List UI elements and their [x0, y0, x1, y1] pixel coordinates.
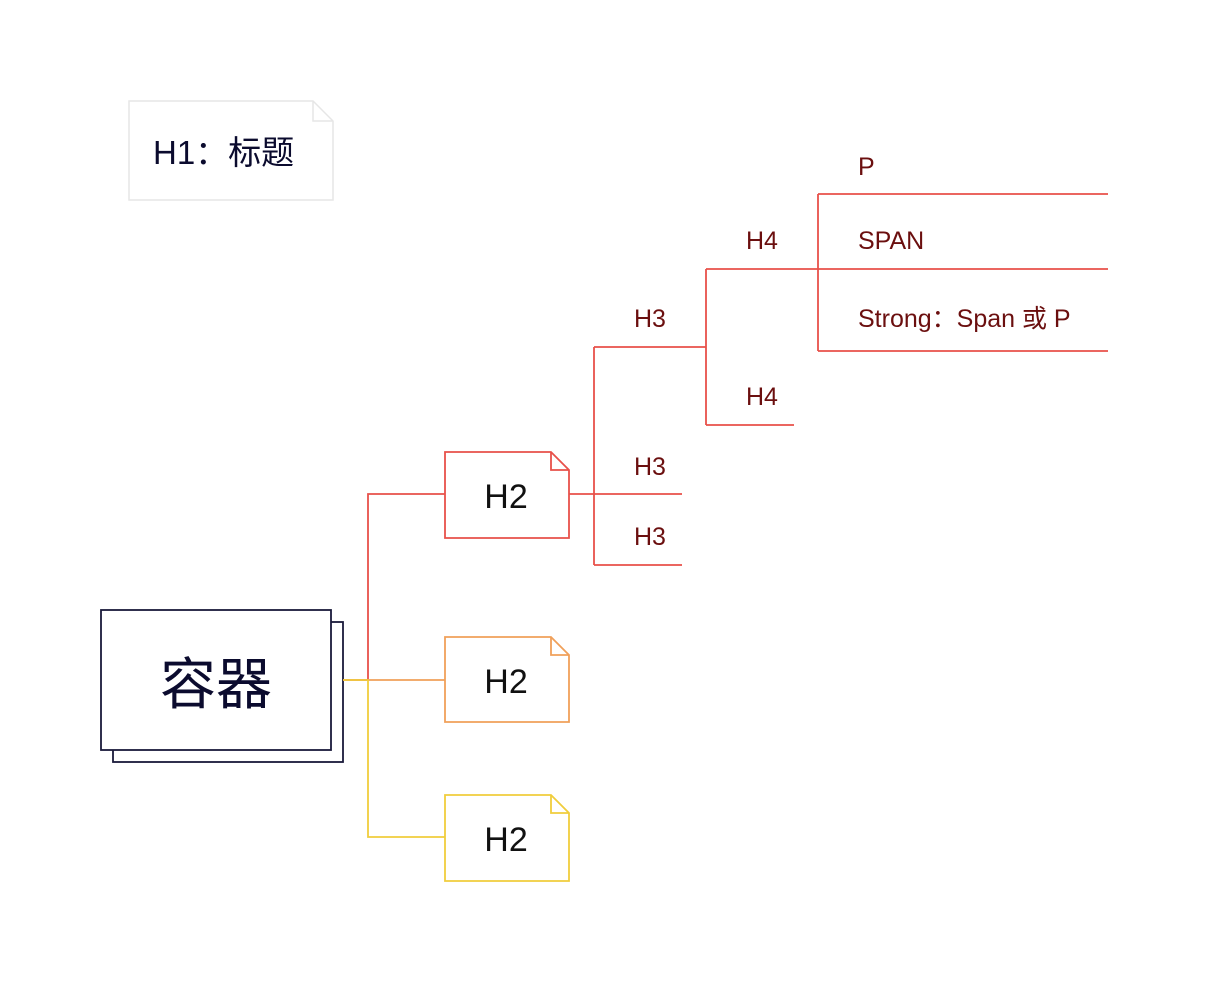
container-label: 容器: [160, 653, 272, 716]
h4-top-label: H4: [746, 227, 778, 255]
connector-to-h2-bottom: [343, 679, 445, 838]
h2-bottom-label: H2: [484, 821, 527, 859]
h2-middle-border: [444, 636, 570, 723]
h3-branches: [569, 346, 706, 566]
legend-note: H1：标题: [128, 100, 334, 201]
h3-top-label: H3: [634, 305, 666, 333]
connector-to-h2-top: [343, 493, 445, 681]
legend-label: H1：标题: [153, 134, 294, 171]
leaf-span-label: SPAN: [858, 227, 924, 255]
h2-bottom-fold: [550, 795, 569, 814]
leaf-p-label: P: [858, 153, 875, 181]
container-front-box: [100, 609, 332, 751]
h2-top-fold: [550, 452, 569, 471]
leaf-strong-label: Strong：Span 或 P: [858, 305, 1071, 333]
h2-node-bottom: H2: [444, 794, 570, 882]
leaf-branches: [817, 193, 1108, 352]
h4-branches: [705, 268, 818, 426]
legend-note-border: [128, 100, 334, 201]
legend-note-fold: [312, 101, 333, 122]
h4-bottom-label: H4: [746, 383, 778, 411]
container-connectors: [343, 493, 445, 838]
h2-bottom-border: [444, 794, 570, 882]
container-node: 容器: [100, 609, 344, 763]
h2-node-middle: H2: [444, 636, 570, 723]
h3-bottom-label: H3: [634, 523, 666, 551]
h3-middle-label: H3: [634, 453, 666, 481]
h2-top-border: [444, 451, 570, 539]
h2-middle-label: H2: [484, 663, 527, 701]
h2-middle-fold: [550, 637, 569, 656]
h2-top-label: H2: [484, 478, 527, 516]
h2-node-top: H2: [444, 451, 570, 539]
